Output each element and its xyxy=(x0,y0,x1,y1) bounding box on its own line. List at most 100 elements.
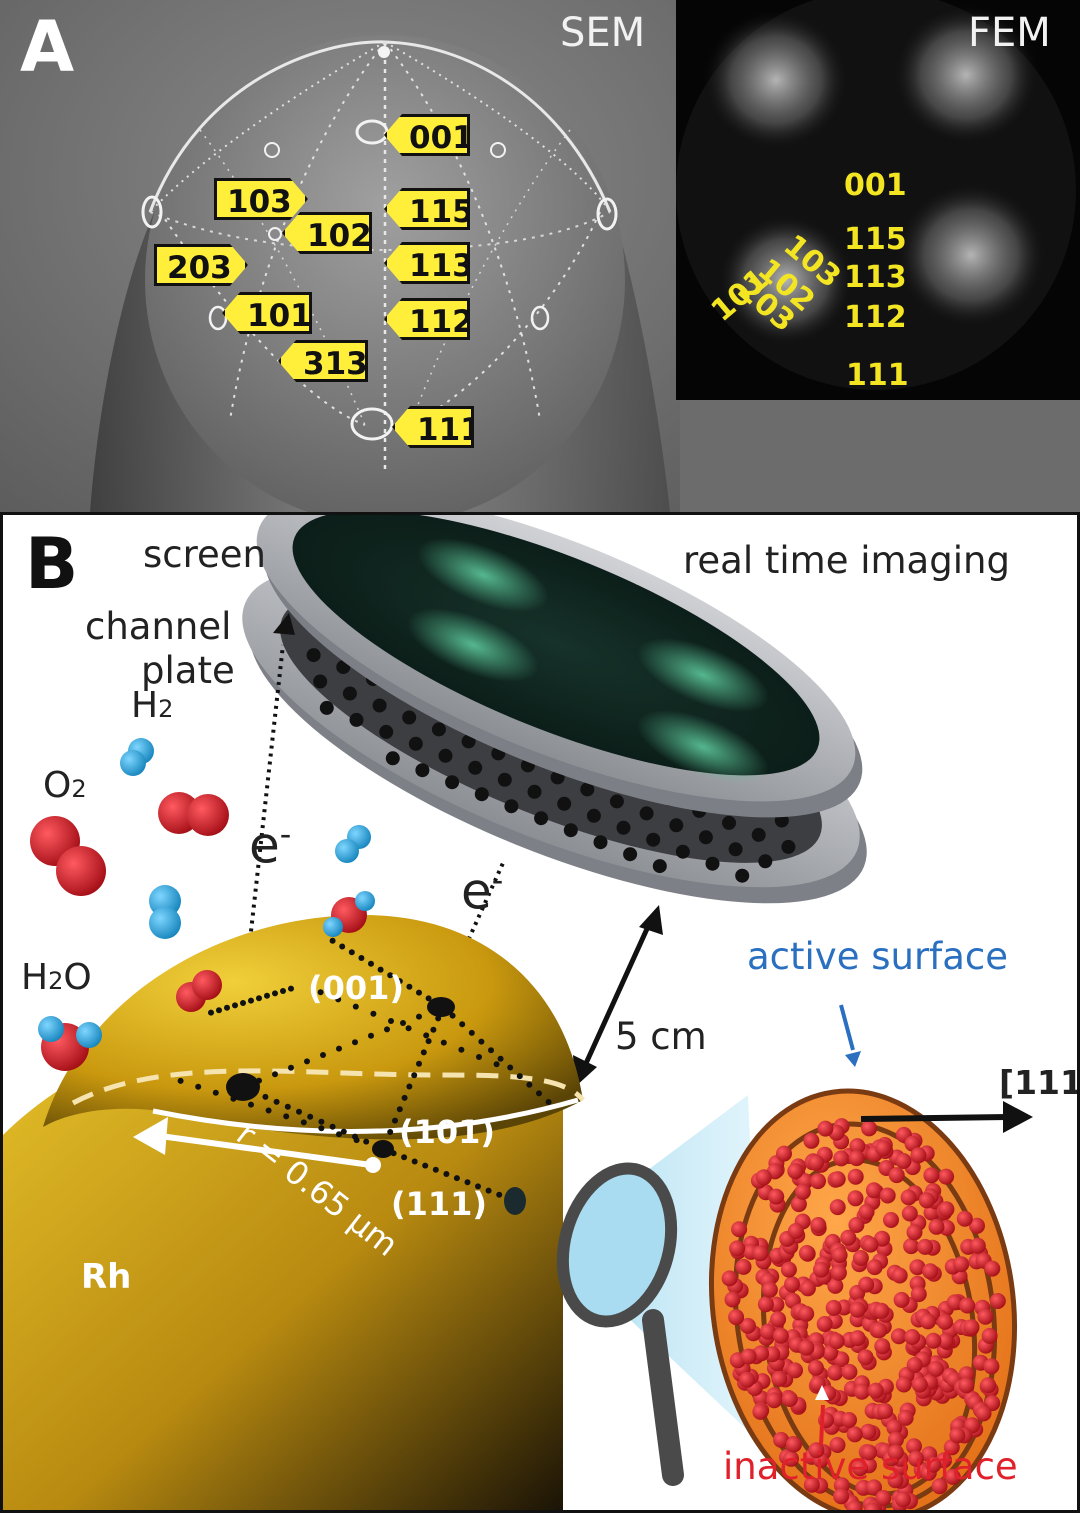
tip-atom xyxy=(352,1003,359,1010)
oxygen-adsorbate xyxy=(890,1328,907,1345)
tip-atom xyxy=(177,1077,184,1084)
oxygen-adsorbate xyxy=(828,1333,845,1350)
oxygen-adsorbate xyxy=(798,1245,815,1261)
tip-atom xyxy=(387,1129,394,1135)
oxygen-adsorbate xyxy=(803,1476,820,1493)
o2-letter: O xyxy=(43,765,72,806)
oxygen-adsorbate xyxy=(875,1490,892,1506)
oxygen-adsorbate xyxy=(984,1260,1001,1277)
tip-atom xyxy=(432,1166,439,1173)
tip-atom xyxy=(195,1083,202,1090)
channel-hole xyxy=(728,842,743,857)
channel-hole xyxy=(675,844,690,859)
tip-atom xyxy=(339,943,346,950)
tip-atom xyxy=(423,1032,430,1039)
tip-atom xyxy=(304,1058,310,1065)
tip-atom xyxy=(545,1099,552,1105)
oxygen-adsorbate xyxy=(958,1366,975,1383)
oxygen-adsorbate xyxy=(794,1183,811,1200)
oxygen-adsorbate xyxy=(848,1150,865,1167)
oxygen-adsorbate xyxy=(787,1163,804,1180)
channel-hole xyxy=(313,674,328,689)
oxygen-adsorbate xyxy=(721,1270,738,1287)
oxygen-adsorbate xyxy=(923,1167,940,1184)
tip-atom xyxy=(230,1095,237,1102)
channel-hole xyxy=(557,796,572,811)
channel-hole xyxy=(698,830,713,845)
oxygen-adsorbate xyxy=(813,1261,829,1278)
oxygen-adsorbate xyxy=(787,1362,803,1379)
tip-atom xyxy=(273,1098,280,1105)
oxygen-adsorbate xyxy=(891,1267,908,1284)
tip-atom xyxy=(340,1128,347,1135)
oxygen-adsorbate xyxy=(883,1212,899,1228)
channel-hole xyxy=(580,782,595,797)
tip-atom xyxy=(296,1108,302,1115)
tip-atom xyxy=(336,1131,342,1138)
oxygen-adsorbate xyxy=(739,1371,755,1388)
screen-label: screen xyxy=(143,533,266,576)
oxygen-adsorbate xyxy=(969,1217,985,1234)
channel-hole xyxy=(609,794,624,809)
h2-subscript: 2 xyxy=(158,695,174,723)
oxygen-adsorbate xyxy=(841,1412,857,1428)
tip-atom xyxy=(264,992,270,999)
oxygen-adsorbate xyxy=(956,1210,973,1227)
oxygen-adsorbate xyxy=(867,1382,884,1399)
channel-hole xyxy=(431,722,446,737)
tip-atom xyxy=(320,1052,326,1058)
oxygen-adsorbate xyxy=(846,1426,863,1443)
oxygen-adsorbate xyxy=(825,1299,842,1316)
channel-hole xyxy=(527,784,542,799)
tip-atom xyxy=(288,1064,294,1071)
channel-hole xyxy=(669,818,684,833)
tip-atom xyxy=(493,1061,500,1068)
oxygen-adsorbate xyxy=(728,1309,745,1326)
fem-tag-115: 115 xyxy=(844,222,907,257)
tip-atom xyxy=(368,1032,374,1039)
tip-atom xyxy=(212,1089,219,1096)
tip-atom xyxy=(459,1021,466,1028)
tip-atom xyxy=(396,1106,403,1113)
tip-atom xyxy=(406,983,413,990)
tip-atom xyxy=(392,1117,398,1124)
oxygen-adsorbate xyxy=(768,1188,785,1205)
sem-tag-113: 113 xyxy=(384,242,470,284)
facet-adsorbates xyxy=(721,1118,1006,1510)
inactive-surface-label: inactive surface xyxy=(723,1445,1018,1488)
panel-a-letter: A xyxy=(20,6,75,88)
tip-atom xyxy=(422,1162,429,1169)
oxygen-adsorbate xyxy=(790,1196,807,1213)
tip-atom xyxy=(516,1073,523,1080)
tip-atom xyxy=(307,1113,314,1120)
oxygen-adsorbate xyxy=(853,1383,870,1400)
tip-atom xyxy=(497,1055,504,1062)
fem-tag-112: 112 xyxy=(844,300,907,335)
oxygen-adsorbate xyxy=(830,1264,847,1281)
tip-atom xyxy=(329,937,336,944)
channel-hole xyxy=(623,847,638,862)
oxygen-adsorbate xyxy=(807,1359,824,1376)
oxygen-adsorbate xyxy=(770,1311,787,1328)
oxygen-adsorbate xyxy=(833,1150,850,1167)
oxygen-adsorbate xyxy=(724,1291,741,1308)
oxygen-adsorbate xyxy=(908,1450,924,1467)
oxygen-adsorbate xyxy=(977,1308,994,1325)
oxygen-adsorbate xyxy=(846,1500,863,1510)
o2-subscript: 2 xyxy=(71,775,87,803)
sem-label: SEM xyxy=(560,10,646,56)
oxygen-adsorbate xyxy=(781,1391,798,1407)
fem-image: FEM 001 115 113 112 111 103 102 203 101 xyxy=(676,0,1080,400)
panel-b-letter: B xyxy=(25,523,79,605)
channel-hole xyxy=(319,700,334,715)
channel-hole xyxy=(586,808,601,823)
oxygen-adsorbate xyxy=(772,1327,789,1344)
h2-molecule-3 xyxy=(149,885,181,939)
channel-hole xyxy=(461,734,476,749)
oxygen-adsorbate xyxy=(866,1479,882,1496)
oxygen-adsorbate xyxy=(944,1468,961,1485)
tip-atom xyxy=(496,1191,503,1198)
tip-atom xyxy=(388,1018,394,1024)
tip-atom xyxy=(453,1175,460,1182)
channel-hole xyxy=(504,799,519,814)
